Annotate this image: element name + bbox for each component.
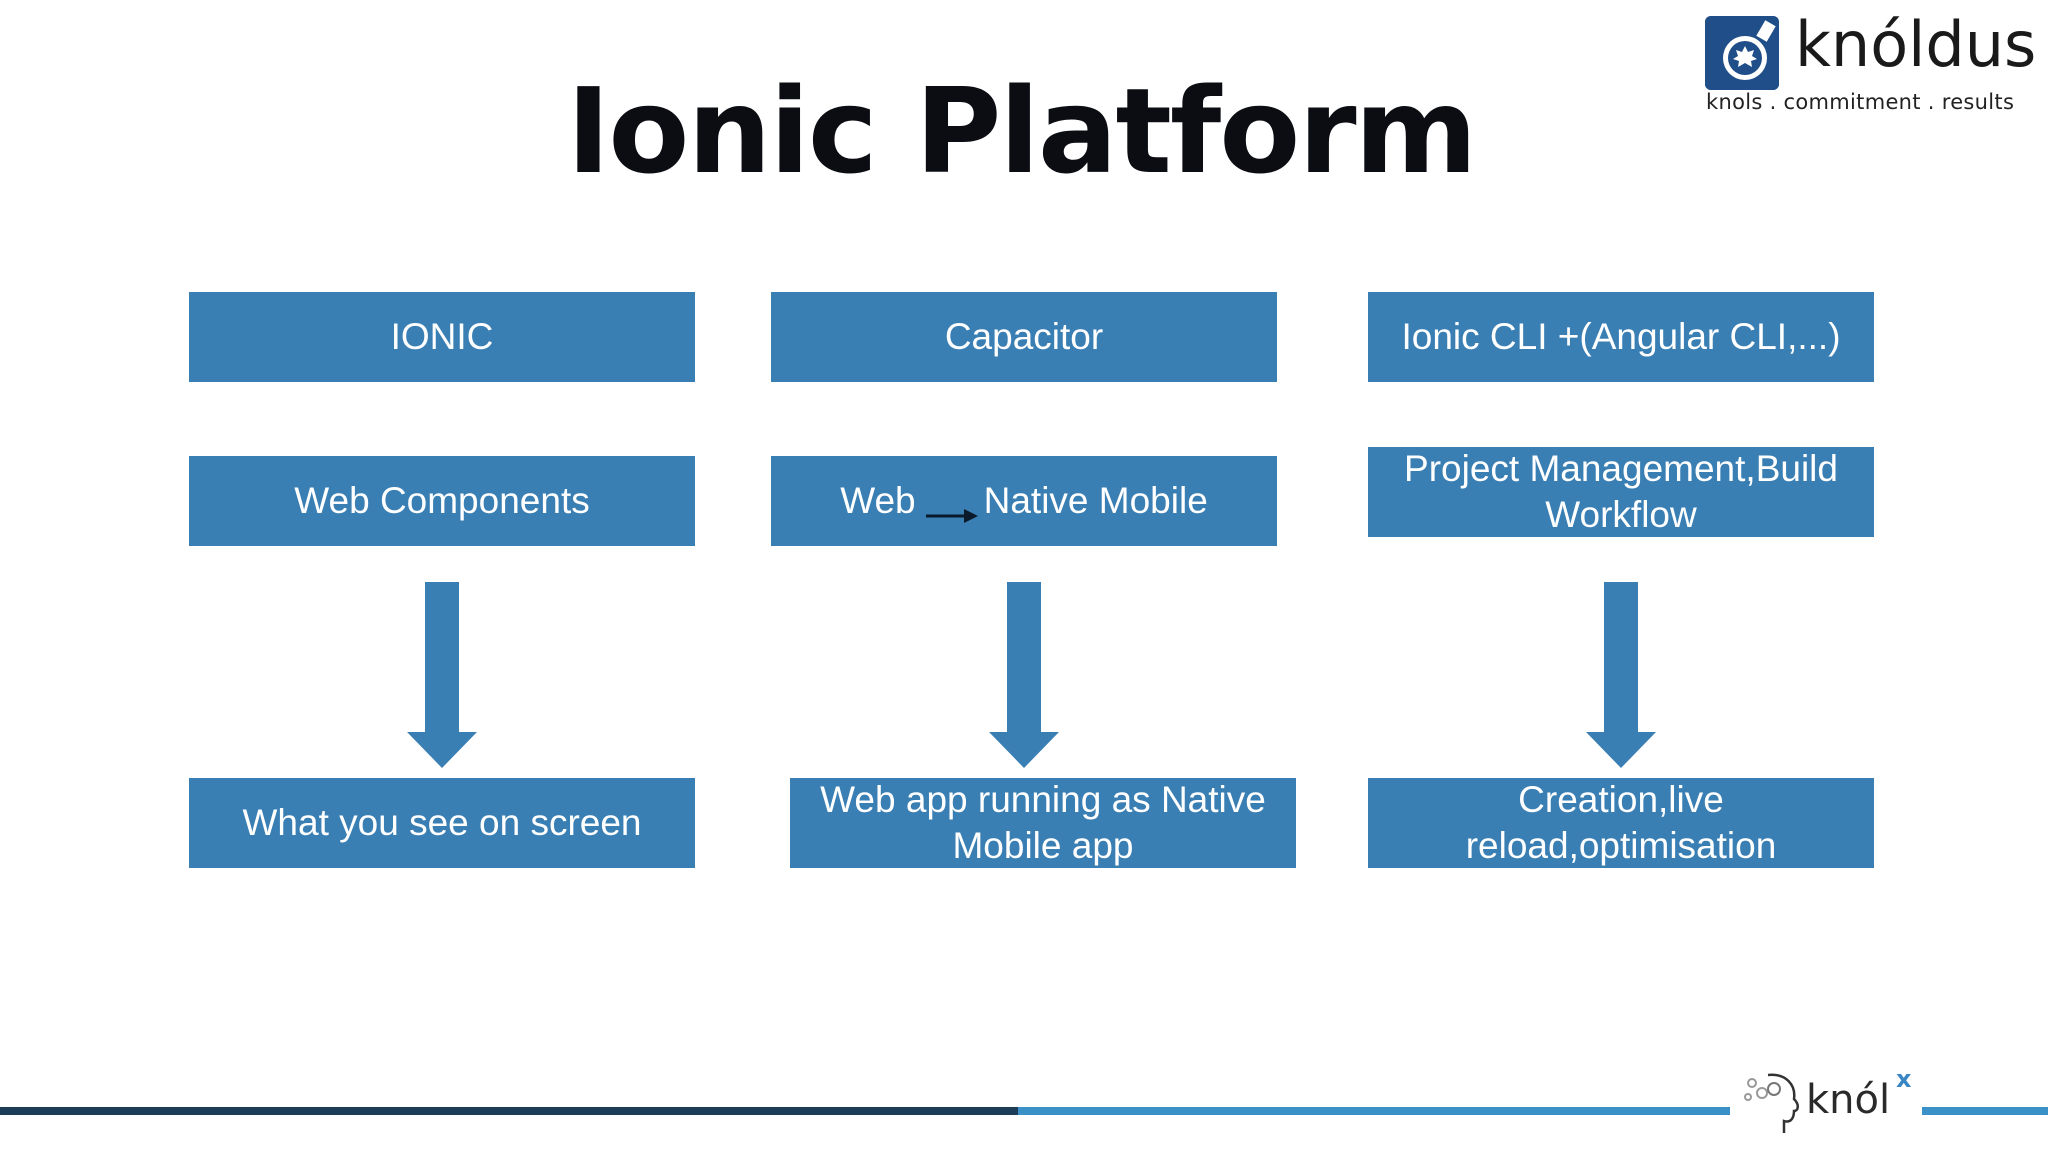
footer-bar-dark xyxy=(0,1107,1018,1115)
web-label: Web xyxy=(840,480,916,521)
creation-live-reload-label: Creation,live reload,optimisation xyxy=(1465,779,1777,866)
slide-title: Ionic Platform xyxy=(566,62,1478,200)
down-arrow-icon xyxy=(1586,582,1656,768)
knoldus-logo: knóldus knols . commitment . results xyxy=(1705,8,2036,124)
web-to-native-box: Web Native Mobile xyxy=(771,456,1277,546)
native-mobile-label: Native Mobile xyxy=(983,480,1208,521)
capacitor-header-label: Capacitor xyxy=(944,316,1104,357)
capacitor-header-box: Capacitor xyxy=(771,292,1277,382)
web-app-native-label: Web app running as Native Mobile app xyxy=(820,779,1266,866)
creation-live-reload-box: Creation,live reload,optimisation xyxy=(1368,778,1874,868)
knolx-brand: knól xyxy=(1806,1077,1891,1123)
ionic-cli-header-label: Ionic CLI +(Angular CLI,...) xyxy=(1401,316,1841,357)
what-you-see-box: What you see on screen xyxy=(189,778,695,868)
ionic-header-label: IONIC xyxy=(390,316,494,357)
knolx-head-icon xyxy=(1744,1073,1799,1133)
logo-name: knóldus xyxy=(1795,8,2037,81)
web-app-native-box: Web app running as Native Mobile app xyxy=(790,778,1296,868)
web-components-box: Web Components xyxy=(189,456,695,546)
down-arrow-icon xyxy=(989,582,1059,768)
ionic-header-box: IONIC xyxy=(189,292,695,382)
ionic-cli-header-box: Ionic CLI +(Angular CLI,...) xyxy=(1368,292,1874,382)
knolx-superscript: x xyxy=(1896,1065,1912,1093)
footer-bar-light xyxy=(1018,1107,2048,1115)
right-arrow-icon xyxy=(925,491,978,523)
down-arrow-icon xyxy=(407,582,477,768)
what-you-see-label: What you see on screen xyxy=(242,802,642,843)
web-components-label: Web Components xyxy=(294,480,590,521)
logo-tagline: knols . commitment . results xyxy=(1706,90,2015,114)
project-management-box: Project Management,Build Workflow xyxy=(1368,447,1874,537)
knoldus-logo-icon xyxy=(1705,16,1779,90)
knolx-logo: knól x xyxy=(1730,1055,1922,1152)
project-management-label: Project Management,Build Workflow xyxy=(1404,448,1838,535)
